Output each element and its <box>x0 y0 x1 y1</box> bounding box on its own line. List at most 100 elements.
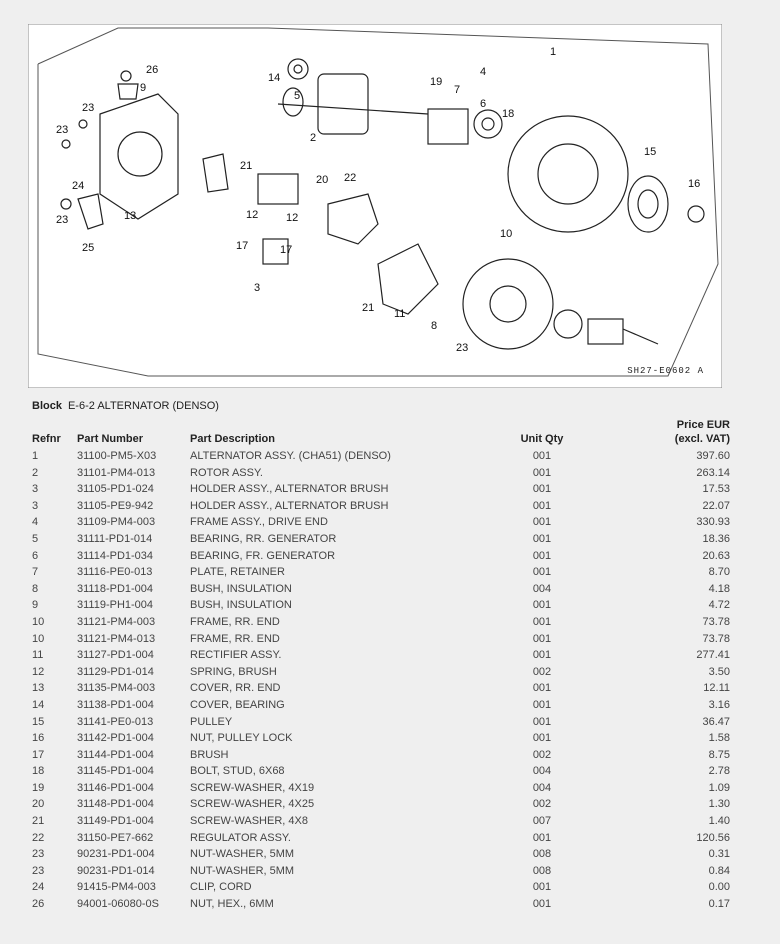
cell-description: COVER, RR. END <box>190 682 281 695</box>
cell-part-number[interactable]: 31116-PE0-013 <box>77 566 153 579</box>
callout-12b: 12 <box>286 212 299 224</box>
cell-refnr: 26 <box>32 898 45 911</box>
cell-description: ALTERNATOR ASSY. (CHA51) (DENSO) <box>190 450 391 462</box>
cell-refnr: 19 <box>32 781 45 794</box>
cell-price: 8.75 <box>708 748 730 761</box>
header-price-line1: Price EUR <box>676 419 730 431</box>
callout-7: 7 <box>454 84 461 96</box>
cell-price: 2.78 <box>708 765 730 778</box>
cell-part-number[interactable]: 94001-06080-0S <box>77 898 159 911</box>
cell-refnr: 3 <box>32 483 39 496</box>
cell-price: 0.17 <box>708 898 730 911</box>
cell-part-number[interactable]: 90231-PD1-004 <box>77 848 155 861</box>
cell-refnr: 5 <box>32 532 39 545</box>
cell-part-number[interactable]: 31138-PD1-004 <box>77 698 154 711</box>
cell-unit-qty: 001 <box>532 615 552 628</box>
callout-4: 4 <box>480 66 487 78</box>
cell-unit-qty: 004 <box>532 781 552 794</box>
cell-part-number[interactable]: 31118-PD1-004 <box>77 582 154 595</box>
cell-part-number[interactable]: 31142-PD1-004 <box>77 732 154 745</box>
cell-unit-qty: 004 <box>532 765 552 778</box>
cell-part-number[interactable]: 31129-PD1-014 <box>77 665 154 678</box>
cell-description: FRAME ASSY., DRIVE END <box>190 516 328 529</box>
header-part-number: Part Number <box>77 433 144 445</box>
cell-part-number[interactable]: 31144-PD1-004 <box>77 748 154 761</box>
cell-price: 3.16 <box>708 698 730 711</box>
cell-part-number[interactable]: 31101-PM4-013 <box>77 466 156 479</box>
cell-refnr: 4 <box>32 516 39 529</box>
cell-price: 8.70 <box>708 566 730 579</box>
cell-description: BOLT, STUD, 6X68 <box>190 765 285 778</box>
cell-part-number[interactable]: 31111-PD1-014 <box>77 532 153 545</box>
cell-part-number[interactable]: 31121-PM4-003 <box>77 615 156 628</box>
cell-refnr: 23 <box>32 864 45 877</box>
header-price-line2: (excl. VAT) <box>674 433 730 445</box>
callout-1: 1 <box>550 46 557 58</box>
cell-description: PULLEY <box>190 715 233 728</box>
cell-refnr: 9 <box>32 599 39 612</box>
cell-unit-qty: 001 <box>532 450 552 462</box>
table-header-row: Refnr Part Number Part Description Unit … <box>26 418 736 448</box>
cell-part-number[interactable]: 31149-PD1-004 <box>77 815 154 828</box>
cell-price: 330.93 <box>696 516 730 529</box>
cell-part-number[interactable]: 90231-PD1-014 <box>77 864 155 877</box>
cell-unit-qty: 001 <box>532 682 552 695</box>
callout-16: 16 <box>688 178 701 190</box>
cell-unit-qty: 001 <box>532 499 552 512</box>
cell-part-number[interactable]: 31105-PD1-024 <box>77 483 154 496</box>
callout-23d: 23 <box>456 342 469 354</box>
cell-unit-qty: 008 <box>532 864 552 877</box>
cell-part-number[interactable]: 31127-PD1-004 <box>77 649 154 662</box>
cell-price: 4.18 <box>708 582 730 595</box>
cell-refnr: 24 <box>32 881 45 894</box>
cell-price: 36.47 <box>702 715 730 728</box>
cell-part-number[interactable]: 31105-PE9-942 <box>77 499 154 512</box>
cell-refnr: 8 <box>32 582 39 595</box>
cell-part-number[interactable]: 31150-PE7-662 <box>77 831 154 844</box>
cell-price: 0.84 <box>708 864 730 877</box>
cell-unit-qty: 001 <box>532 516 552 529</box>
cell-description: BUSH, INSULATION <box>190 582 292 595</box>
header-refnr: Refnr <box>32 433 61 445</box>
cell-part-number[interactable]: 31148-PD1-004 <box>77 798 154 811</box>
callout-11: 11 <box>394 308 406 320</box>
cell-price: 120.56 <box>696 831 730 844</box>
cell-description: REGULATOR ASSY. <box>190 831 291 844</box>
cell-refnr: 2 <box>32 466 39 479</box>
cell-part-number[interactable]: 31100-PM5-X03 <box>77 450 157 462</box>
cell-unit-qty: 002 <box>532 748 552 761</box>
cell-refnr: 23 <box>32 848 45 861</box>
cell-part-number[interactable]: 31114-PD1-034 <box>77 549 154 562</box>
cell-part-number[interactable]: 31135-PM4-003 <box>77 682 156 695</box>
cell-part-number[interactable]: 31141-PE0-013 <box>77 715 154 728</box>
cell-description: CLIP, CORD <box>190 881 252 894</box>
cell-part-number[interactable]: 31146-PD1-004 <box>77 781 154 794</box>
cell-price: 1.09 <box>708 781 730 794</box>
cell-unit-qty: 001 <box>532 831 552 844</box>
cell-part-number[interactable]: 31145-PD1-004 <box>77 765 154 778</box>
cell-part-number[interactable]: 31119-PH1-004 <box>77 599 154 612</box>
cell-description: HOLDER ASSY., ALTERNATOR BRUSH <box>190 483 389 496</box>
callout-12a: 12 <box>246 209 259 221</box>
cell-description: RECTIFIER ASSY. <box>190 649 282 662</box>
cell-part-number[interactable]: 91415-PM4-003 <box>77 881 156 894</box>
cell-unit-qty: 002 <box>532 798 552 811</box>
cell-description: BUSH, INSULATION <box>190 599 292 612</box>
cell-price: 1.58 <box>708 732 730 745</box>
cell-part-number[interactable]: 31109-PM4-003 <box>77 516 156 529</box>
cell-unit-qty: 001 <box>532 732 552 745</box>
cell-refnr: 10 <box>32 615 45 628</box>
cell-unit-qty: 001 <box>532 898 552 911</box>
cell-part-number[interactable]: 31121-PM4-013 <box>77 632 156 645</box>
block-label: Block <box>32 400 62 412</box>
cell-price: 73.78 <box>702 615 730 628</box>
